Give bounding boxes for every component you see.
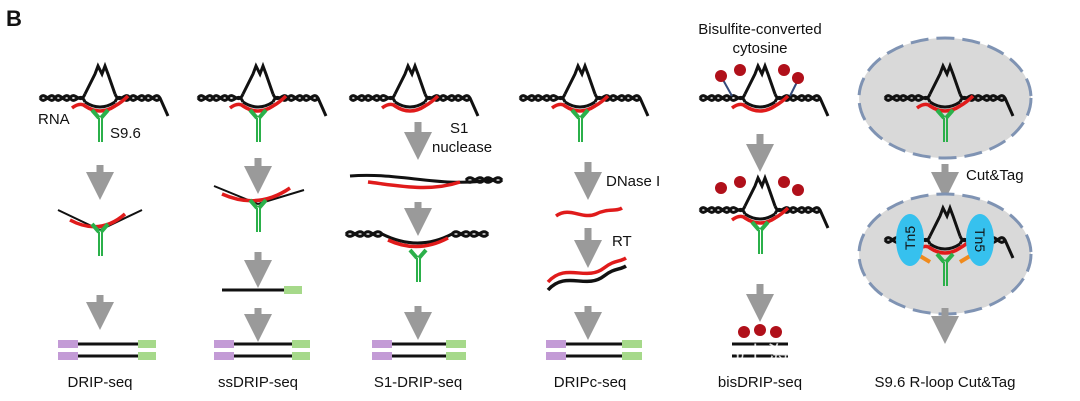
s1-drip-seq-column: S1 nuclease S1-DRIP-seq <box>344 64 504 391</box>
tn5-label: Tn5 <box>902 226 918 250</box>
rt-label: RT <box>612 233 632 250</box>
drip-seq-column: RNA S9.6 DRIP-seq <box>38 64 170 391</box>
method-label: bisDRIP-seq <box>718 374 802 391</box>
dna-twist <box>344 230 384 238</box>
adapter-right <box>284 286 302 294</box>
dnase-label: DNase I <box>606 173 660 190</box>
cut-tag-label: Cut&Tag <box>966 167 1024 184</box>
dna-twist <box>450 230 490 238</box>
adapter-right <box>138 340 156 348</box>
tn5-label: Tn5 <box>972 228 988 252</box>
hybrid-rna <box>367 180 461 190</box>
nuclease-label: nuclease <box>432 139 492 156</box>
methyl-dot <box>792 72 804 84</box>
methyl-dot <box>778 64 790 76</box>
panel-letter: B <box>6 6 22 31</box>
bisdrip-seq-column: Bisulfite-converted cytosine bisDRIP-seq <box>698 21 830 391</box>
tn5-icon <box>896 214 924 266</box>
method-label: DRIPc-seq <box>554 374 627 391</box>
r-loop-structure <box>196 64 328 118</box>
nucleus <box>857 36 1033 160</box>
adapter-left <box>58 352 78 360</box>
rna-fragment <box>554 206 623 218</box>
method-label: S9.6 R-loop Cut&Tag <box>875 374 1016 391</box>
cytosine-label: cytosine <box>732 40 787 57</box>
antibody-icon <box>90 222 110 258</box>
rna-label: RNA <box>38 111 70 128</box>
watermark: 知乎 @上海嘉因生物科技... <box>672 343 942 368</box>
dna-twist <box>464 176 504 184</box>
method-label: DRIP-seq <box>67 374 132 391</box>
antibody-icon <box>90 108 110 144</box>
cut-and-tag-column: Cut&Tag Tn5 Tn5 S9.6 R-loop Cut&Tag <box>857 36 1033 391</box>
r-loop-structure <box>518 64 650 118</box>
methyl-dot <box>715 70 727 82</box>
tn5-icon <box>966 214 994 266</box>
adapter-right <box>138 352 156 360</box>
dripc-seq-column: DNase I RT DRIPc-seq <box>518 64 660 391</box>
r-loop-structure <box>38 64 170 118</box>
antibody-icon <box>750 220 770 256</box>
antibody-icon <box>570 108 590 144</box>
fragment-dna <box>57 209 143 232</box>
methyl-dot <box>734 64 746 76</box>
antibody-icon <box>248 108 268 144</box>
adapter-left <box>58 340 78 348</box>
method-label: S1-DRIP-seq <box>374 374 462 391</box>
fragment-rna <box>69 212 127 229</box>
method-label: ssDRIP-seq <box>218 374 298 391</box>
ssdrip-seq-column: ssDRIP-seq <box>196 64 328 391</box>
s1-label: S1 <box>450 120 468 137</box>
bisulfite-label: Bisulfite-converted <box>698 21 821 38</box>
r-loop-structure <box>348 64 480 118</box>
s96-label: S9.6 <box>110 125 141 142</box>
antibody-icon <box>408 248 428 284</box>
